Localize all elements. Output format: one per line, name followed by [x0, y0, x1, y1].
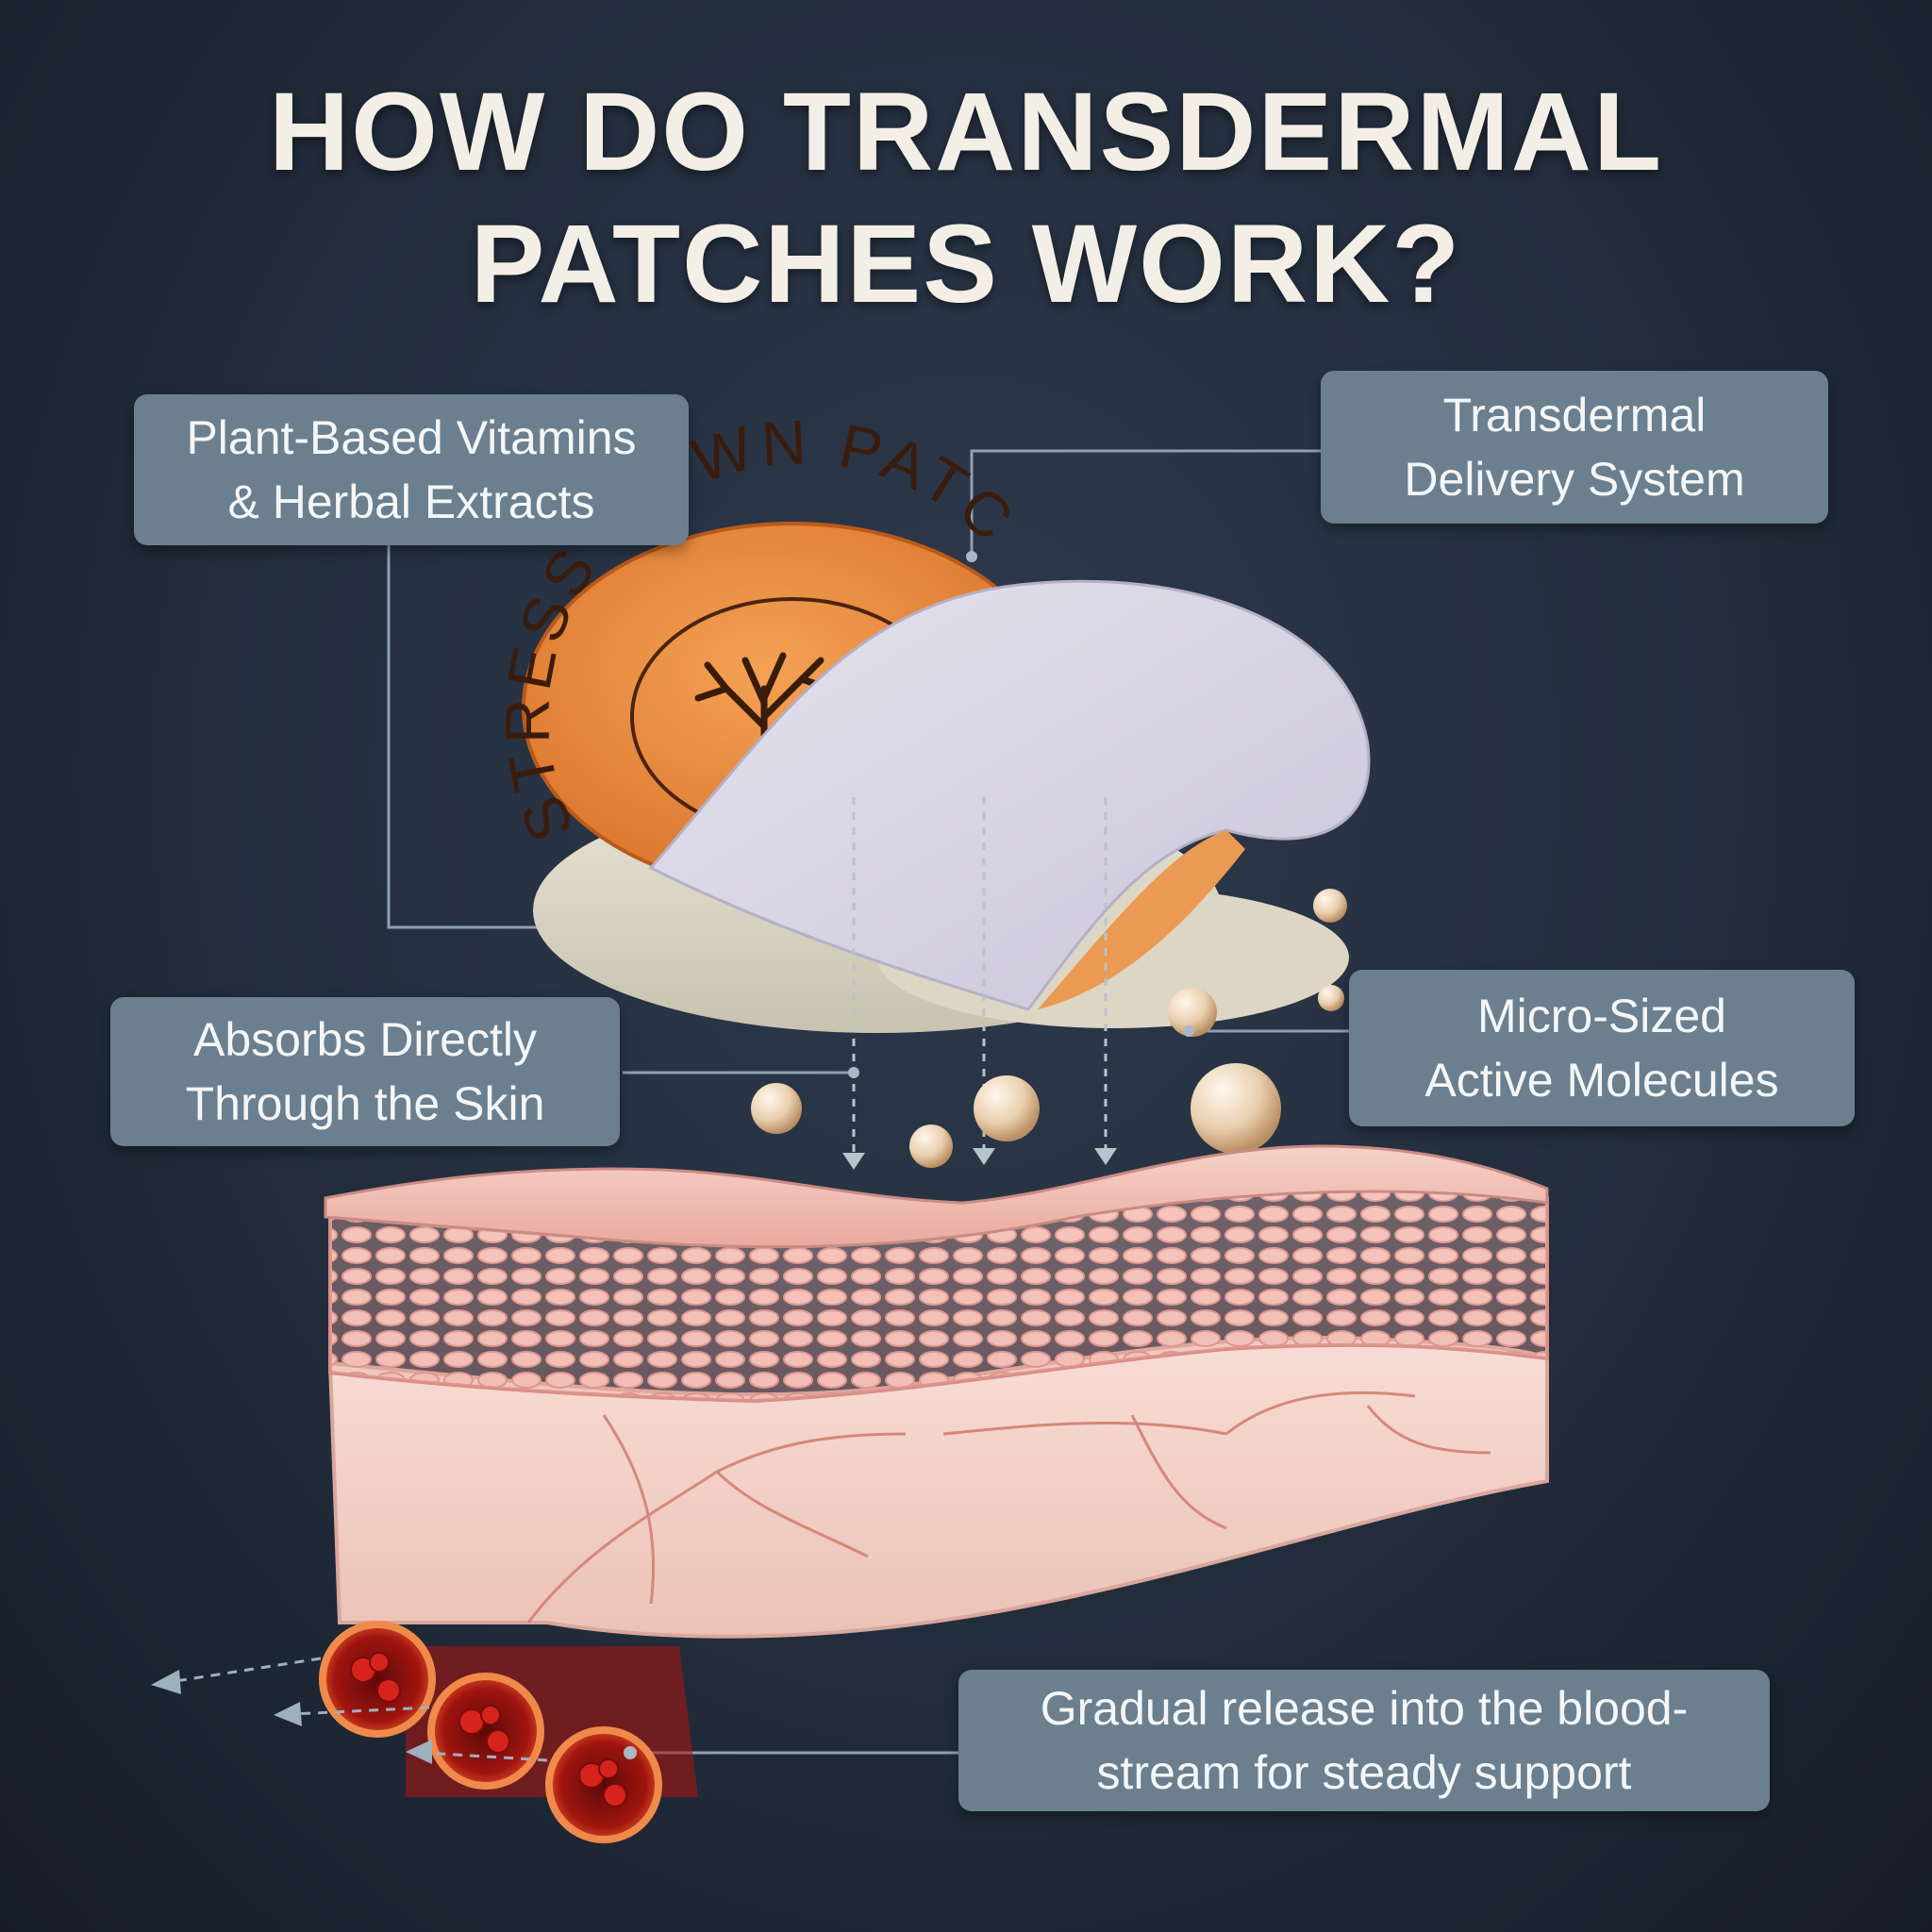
title-line-2: PATCHES WORK?	[470, 202, 1462, 326]
patch-liner	[648, 579, 1371, 1011]
label-delivery-system: Transdermal Delivery System	[1321, 371, 1828, 524]
label-plant-based-line1: Plant-Based Vitamins	[186, 411, 637, 464]
label-plant-based-line2: & Herbal Extracts	[227, 475, 595, 528]
label-absorbs-line1: Absorbs Directly	[193, 1013, 537, 1066]
label-gradual-release-line1: Gradual release into the blood-	[1040, 1682, 1689, 1735]
molecule-bubbles	[751, 889, 1347, 1168]
label-plant-based: Plant-Based Vitamins & Herbal Extracts	[134, 394, 689, 545]
label-gradual-release: Gradual release into the blood- stream f…	[958, 1670, 1770, 1811]
label-micro-sized-line2: Active Molecules	[1424, 1054, 1779, 1107]
arrow-heads	[842, 1148, 1117, 1170]
label-micro-sized: Micro-Sized Active Molecules	[1349, 970, 1855, 1126]
blood-vessels	[319, 1621, 698, 1843]
release-arrow-heads	[151, 1670, 432, 1764]
label-delivery-system-line1: Transdermal	[1442, 389, 1707, 441]
label-absorbs: Absorbs Directly Through the Skin	[110, 997, 620, 1146]
label-delivery-system-line2: Delivery System	[1404, 453, 1745, 506]
label-gradual-release-line2: stream for steady support	[1096, 1746, 1632, 1799]
release-arrows	[169, 1657, 548, 1762]
skin-cross-section	[324, 1144, 1549, 1639]
patch-liner-orange-edge	[1038, 830, 1245, 1009]
title-line-1: HOW DO TRANSDERMAL	[268, 70, 1664, 194]
page-title: HOW DO TRANSDERMAL PATCHES WORK?	[0, 66, 1932, 330]
connector-dots	[624, 551, 1194, 1759]
label-micro-sized-line1: Micro-Sized	[1477, 990, 1726, 1042]
label-absorbs-line2: Through the Skin	[185, 1077, 545, 1130]
